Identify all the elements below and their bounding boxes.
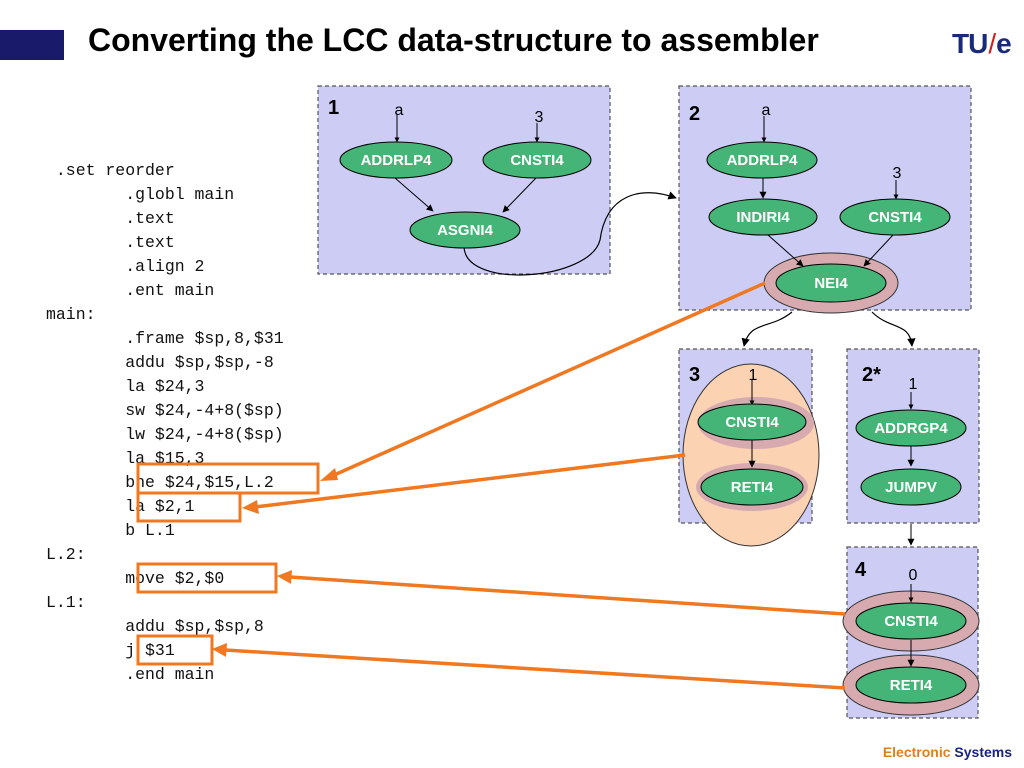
node-addrlp4 [339,141,453,179]
code-line: j $31 [46,641,175,660]
node-label: INDIRI4 [736,209,790,226]
node-cnsti4 [482,141,592,179]
mapping-arrows [212,281,846,690]
edge [394,177,434,212]
code-line: bne $24,$15,L.2 [46,473,274,492]
edge [863,234,894,267]
node-label: ADDRLP4 [727,152,798,169]
leaf-label: 1 [909,376,918,393]
code-line: la $24,3 [46,377,205,396]
node-label: ADDRGP4 [874,420,948,437]
highlight-panel3 [682,363,820,547]
code-line: move $2,$0 [46,569,225,588]
tue-logo: TU/e [952,28,1012,59]
code-line: main: [46,305,96,324]
code-highlight-bne [136,462,320,495]
node-indiri4 [708,198,818,236]
code-line: sw $24,-4+8($sp) [46,401,284,420]
panel-2-star-number: 2* [862,364,881,386]
node-cnsti4 [697,403,807,441]
node-label: ASGNI4 [437,222,494,239]
code-line: L.2: [46,545,86,564]
code-highlight-j [136,634,214,666]
leaf-label: a [762,102,771,119]
leaf-label: 3 [535,109,544,126]
leaf-label: 3 [893,165,902,182]
title-accent-bar [0,30,64,60]
node-jumpv [860,468,962,506]
panel-4-number: 4 [855,559,867,581]
edge [767,234,804,267]
code-line: L.1: [46,593,86,612]
edge [463,191,677,276]
leaf-label: 1 [749,367,758,384]
node-label: ADDRLP4 [361,152,432,169]
code-line: .text [46,209,175,228]
footer-brand: Electronic Systems [882,744,1012,760]
code-line: .frame $sp,8,$31 [46,329,284,348]
edge [502,177,537,213]
code-line: .ent main [46,281,215,300]
edge [741,311,793,347]
node-label: CNSTI4 [868,209,922,226]
node-nei4 [775,263,887,303]
panel-2-number: 2 [689,103,700,125]
code-line: addu $sp,$sp,8 [46,617,264,636]
code-highlight-la [136,491,242,523]
code-line: .text [46,233,175,252]
code-line: la $2,1 [46,497,195,516]
panel-1-number: 1 [328,97,339,119]
node-reti4 [855,666,967,704]
slide-title: Converting the LCC data-structure to ass… [88,22,819,58]
code-line: .end main [46,665,215,684]
node-label: CNSTI4 [725,414,779,431]
edge [871,311,916,347]
node-cnsti4 [839,198,951,236]
leaf-label: a [395,102,404,119]
code-line: addu $sp,$sp,-8 [46,353,274,372]
node-asgni4 [409,211,521,249]
code-highlight-move [136,562,278,594]
node-label: RETI4 [890,677,933,694]
node-cnsti4 [855,602,967,640]
panel-3-number: 3 [689,364,700,386]
node-label: CNSTI4 [510,152,564,169]
node-label: CNSTI4 [884,613,938,630]
node-addrgp4 [855,409,967,447]
code-line: b L.1 [46,521,175,540]
code-line: .globl main [46,185,235,204]
node-addrlp4 [706,141,818,179]
code-line: .set reorder [46,161,175,180]
code-line: .align 2 [46,257,205,276]
node-label: JUMPV [885,479,937,496]
node-label: NEI4 [814,275,848,292]
leaf-label: 0 [909,567,918,584]
node-reti4 [700,468,804,506]
node-label: RETI4 [731,479,774,496]
code-line: lw $24,-4+8($sp) [46,425,284,444]
